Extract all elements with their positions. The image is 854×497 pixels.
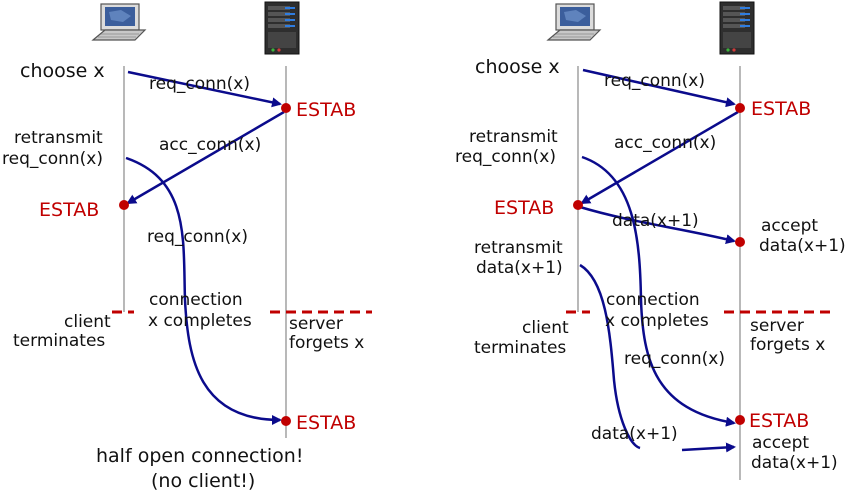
forgets-label: forgets x (289, 333, 364, 353)
client-estab-dot (573, 200, 583, 210)
retransmit-req-label: req_conn(x) (455, 147, 556, 167)
server-estab-dot (735, 103, 745, 113)
caption-line-1: half open connection! (96, 445, 303, 467)
server-estab-dot-2 (281, 416, 291, 426)
server-label: server (289, 314, 343, 334)
server-tower-icon (264, 1, 300, 55)
acc-conn-arrow (126, 110, 285, 205)
completes-label: x completes (605, 311, 709, 331)
connection-label: connection (149, 290, 243, 310)
server-accept-dot (735, 237, 745, 247)
accept-data-label-2: data(x+1) (751, 453, 838, 473)
data-arrow (579, 205, 736, 244)
accept-data-label: data(x+1) (759, 236, 846, 256)
retransmit-data-label: data(x+1) (476, 258, 563, 278)
retransmit-label-2: retransmit (474, 238, 563, 258)
req-conn-label: req_conn(x) (149, 74, 250, 94)
acc-conn-label: acc_conn(x) (614, 133, 716, 153)
acc-conn-arrow (580, 110, 739, 205)
retransmit-label: retransmit (469, 127, 558, 147)
retransmit-req-label: req_conn(x) (2, 149, 103, 169)
terminates-label: terminates (13, 331, 105, 351)
accept-label-2: accept (752, 433, 809, 453)
server-estab-dot-2 (735, 415, 745, 425)
server-estab-label: ESTAB (296, 99, 356, 121)
client-estab-dot (119, 200, 129, 210)
client-label: client (64, 312, 111, 332)
data-again-arrow (681, 442, 736, 453)
server-estab-label-2: ESTAB (296, 412, 356, 434)
retransmit-req-arrow (581, 155, 736, 427)
retransmit-arrow (125, 156, 282, 425)
laptop-icon (547, 3, 601, 41)
req-conn-arrow (127, 70, 282, 108)
acc-conn-label: acc_conn(x) (159, 135, 261, 155)
choose-label: choose x (475, 56, 560, 78)
choose-label: choose x (20, 60, 105, 82)
client-estab-label: ESTAB (494, 197, 554, 219)
server-estab-label: ESTAB (751, 98, 811, 120)
server-label: server (750, 316, 804, 336)
connection-label: connection (606, 290, 700, 310)
client-estab-label: ESTAB (39, 199, 99, 221)
forgets-label: forgets x (750, 335, 825, 355)
retransmit-data-arrow (579, 263, 641, 450)
req-conn-again-label: req_conn(x) (147, 227, 248, 247)
accept-label: accept (761, 216, 818, 236)
right-diagram: choose x req_conn(x) ESTAB retransmit re… (455, 1, 846, 480)
server-tower-icon (719, 1, 755, 55)
server-estab-label-2: ESTAB (749, 410, 809, 432)
retransmit-label: retransmit (14, 128, 103, 148)
left-diagram: choose x req_conn(x) ESTAB retransmit re… (2, 1, 372, 492)
data-again-label: data(x+1) (591, 424, 678, 444)
server-estab-dot (281, 103, 291, 113)
terminates-label: terminates (474, 338, 566, 358)
completes-label: x completes (148, 311, 252, 331)
req-conn-arrow (582, 68, 736, 108)
req-conn-again-label: req_conn(x) (624, 349, 725, 369)
req-conn-label: req_conn(x) (604, 71, 705, 91)
caption-line-2: (no client!) (151, 470, 255, 492)
data-label: data(x+1) (612, 211, 699, 231)
laptop-icon (92, 3, 146, 41)
client-label: client (522, 318, 569, 338)
